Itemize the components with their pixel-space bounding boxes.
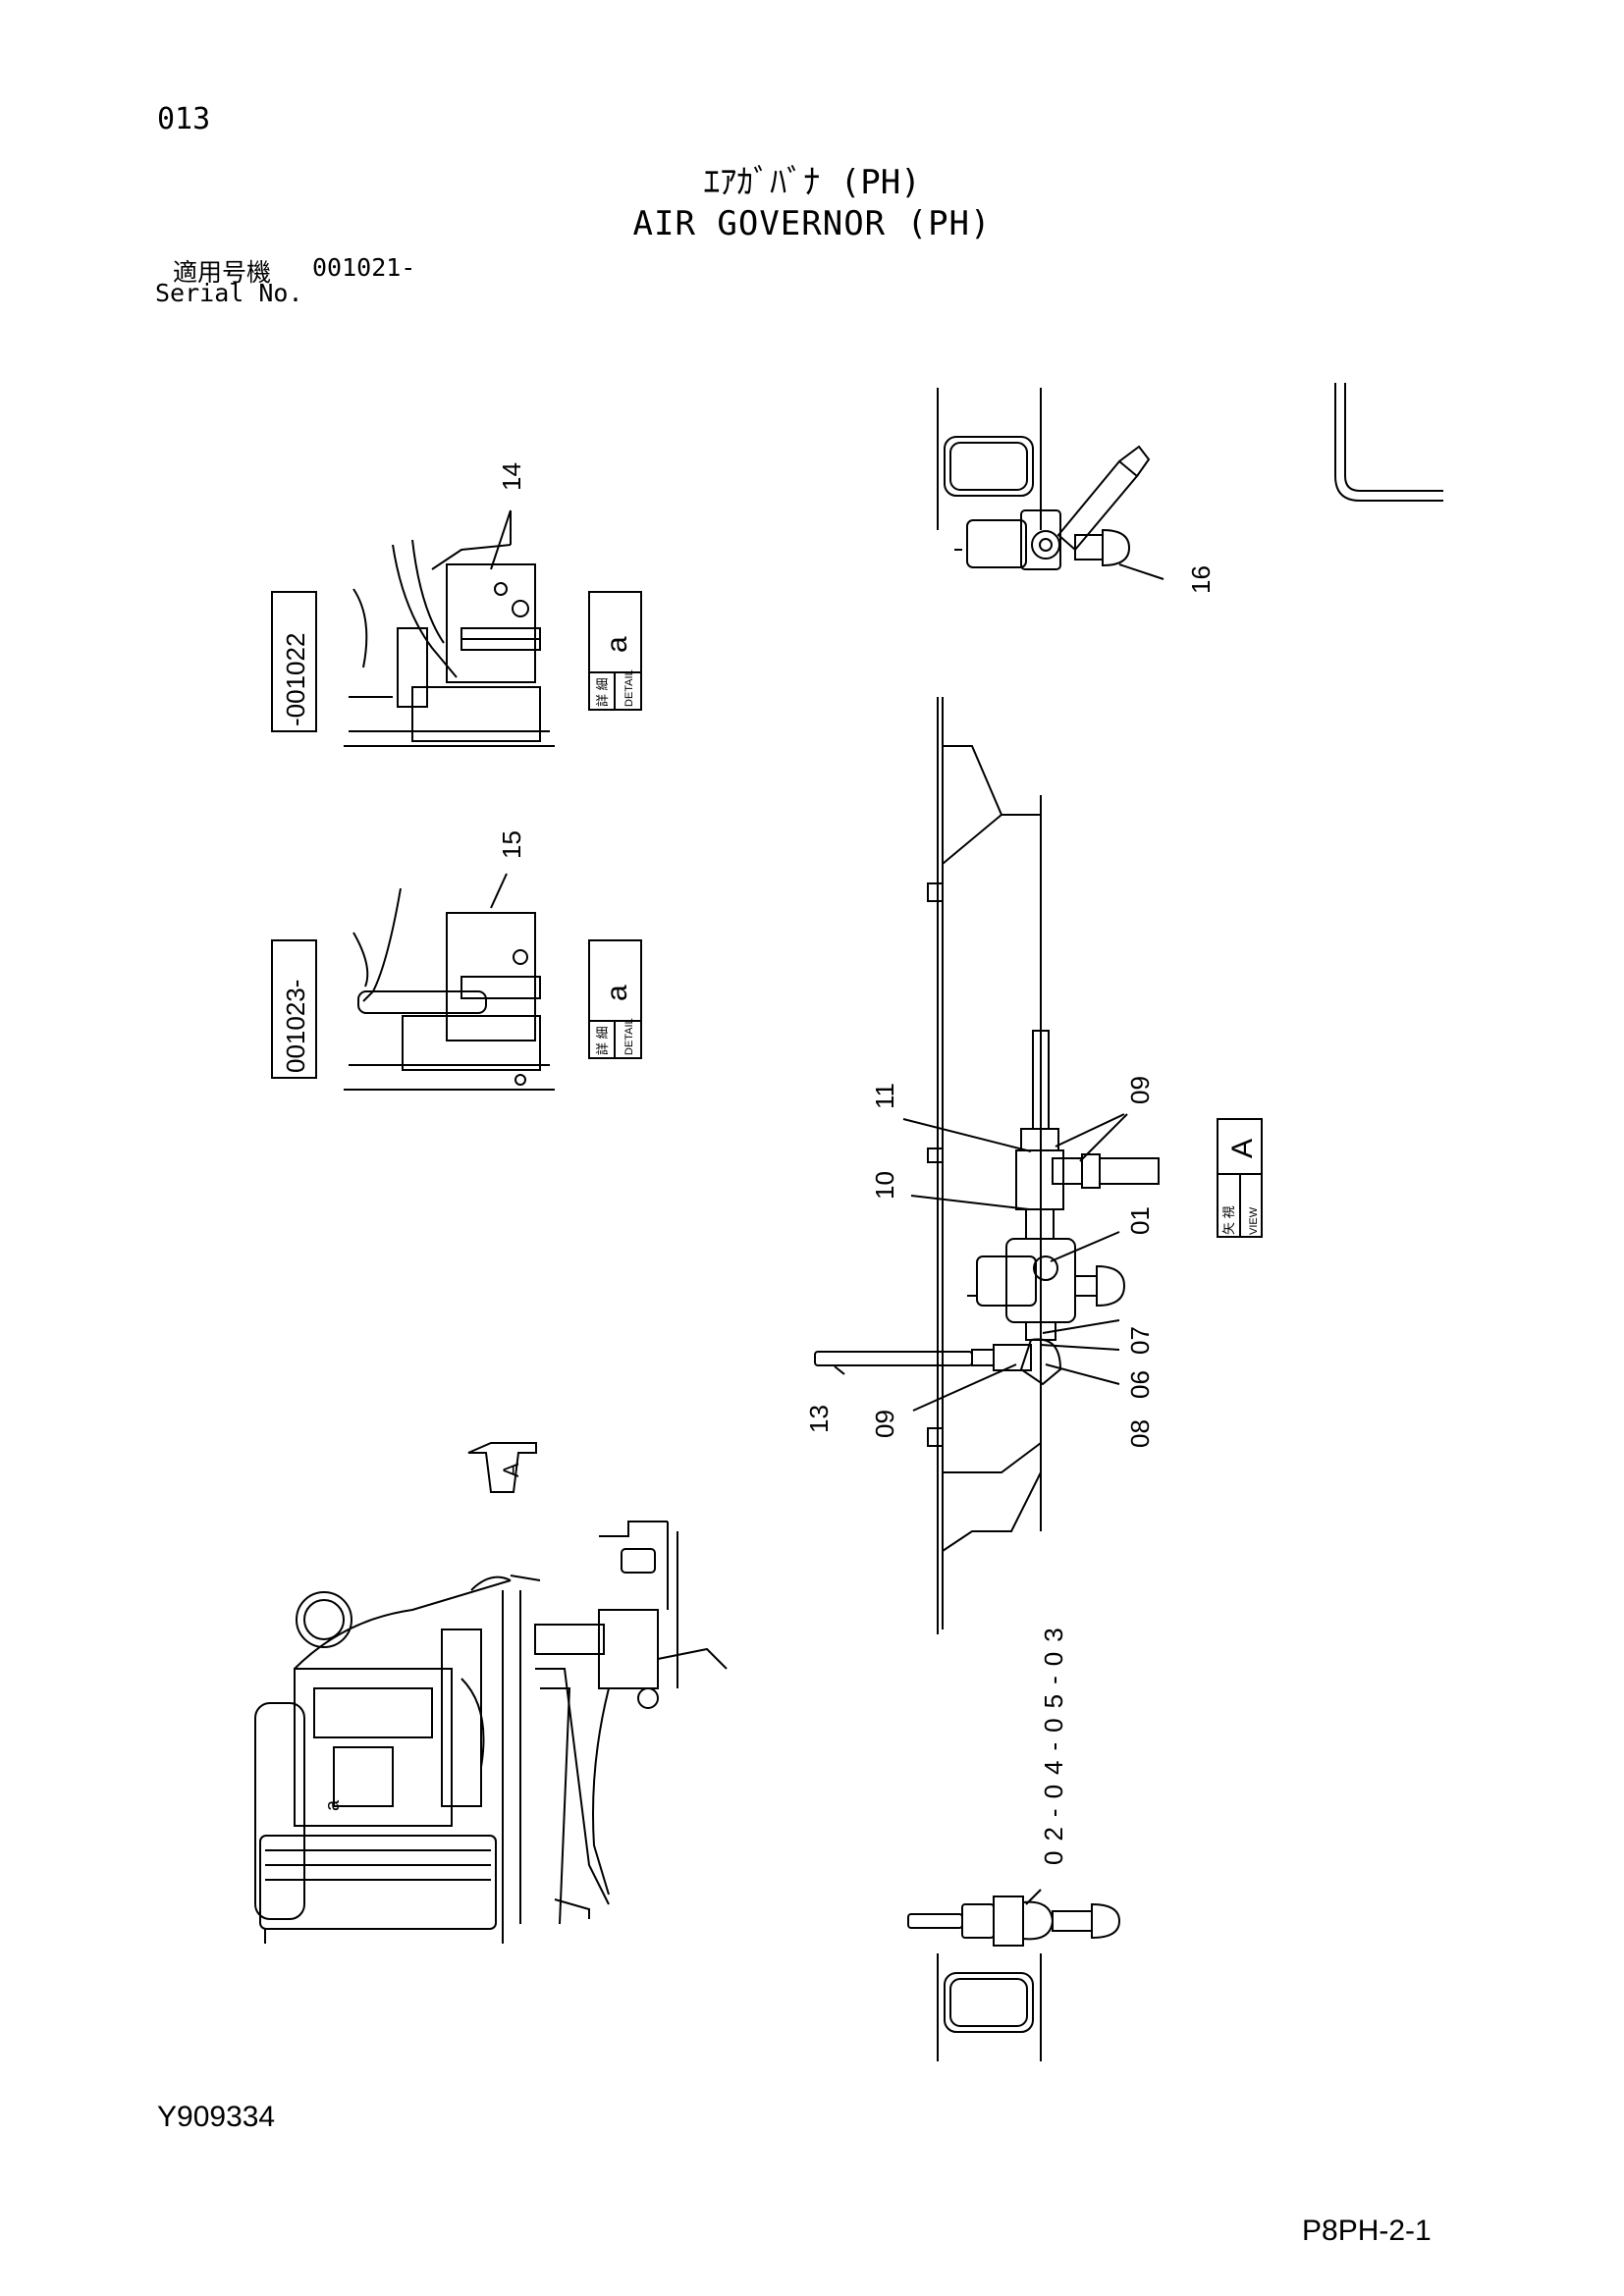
detail-jp-2: 詳 細	[595, 1026, 610, 1055]
detail-jp-1: 詳 細	[595, 677, 610, 707]
callout-08: 08	[1125, 1419, 1155, 1448]
callout-10: 10	[870, 1171, 899, 1200]
detail-view-1	[271, 509, 642, 747]
page-number: 013	[157, 102, 211, 136]
bottom-view	[907, 1889, 1121, 2061]
serial-label-english: Serial No.	[155, 279, 303, 307]
machine-detail-marker: a	[322, 1799, 344, 1811]
serial-label-japanese: 適用号機	[173, 258, 272, 287]
callout-09-bottom: 09	[870, 1410, 899, 1438]
main-assembly	[814, 697, 1160, 1634]
serial-range-box-1	[271, 591, 317, 732]
serial-range-1: -001022	[281, 633, 310, 726]
sheet-code: P8PH-2-1	[1302, 2215, 1432, 2247]
leader-lines	[510, 510, 1128, 1412]
callout-01: 01	[1125, 1206, 1155, 1235]
title-english: AIR GOVERNOR (PH)	[632, 204, 992, 243]
detail-letter-2: a	[601, 985, 633, 1001]
view-a-jp: 矢 視	[1221, 1205, 1236, 1235]
document-code: Y909334	[157, 2101, 276, 2133]
view-arrow-a	[467, 1442, 537, 1493]
detail-letter-1: a	[601, 636, 633, 653]
detail-en-1: DETAIL	[623, 669, 635, 707]
callout-13: 13	[804, 1405, 834, 1433]
serial-value: 001021-	[312, 253, 416, 282]
view-a-en: VIEW	[1248, 1206, 1260, 1235]
callout-06: 06	[1125, 1370, 1155, 1399]
callout-09-top: 09	[1125, 1076, 1155, 1104]
callout-07: 07	[1125, 1326, 1155, 1355]
callout-11: 11	[870, 1083, 899, 1109]
view-a-letter: A	[1226, 1139, 1259, 1158]
callout-14: 14	[497, 462, 526, 491]
detail-view-2	[271, 873, 642, 1091]
top-view-16	[937, 383, 1443, 580]
callout-02-04-05-03: 02-04-05-03	[1039, 1618, 1068, 1865]
serial-range-box-2	[271, 939, 317, 1079]
machine-view	[254, 1521, 728, 1944]
title-japanese: ｴｱｶﾞﾊﾞﾅ (PH)	[703, 163, 921, 202]
detail-en-2: DETAIL	[623, 1018, 635, 1055]
callout-16: 16	[1186, 565, 1216, 594]
serial-range-2: 001023-	[281, 980, 310, 1073]
callout-15: 15	[497, 830, 526, 859]
arrow-a-letter: A	[499, 1463, 523, 1477]
